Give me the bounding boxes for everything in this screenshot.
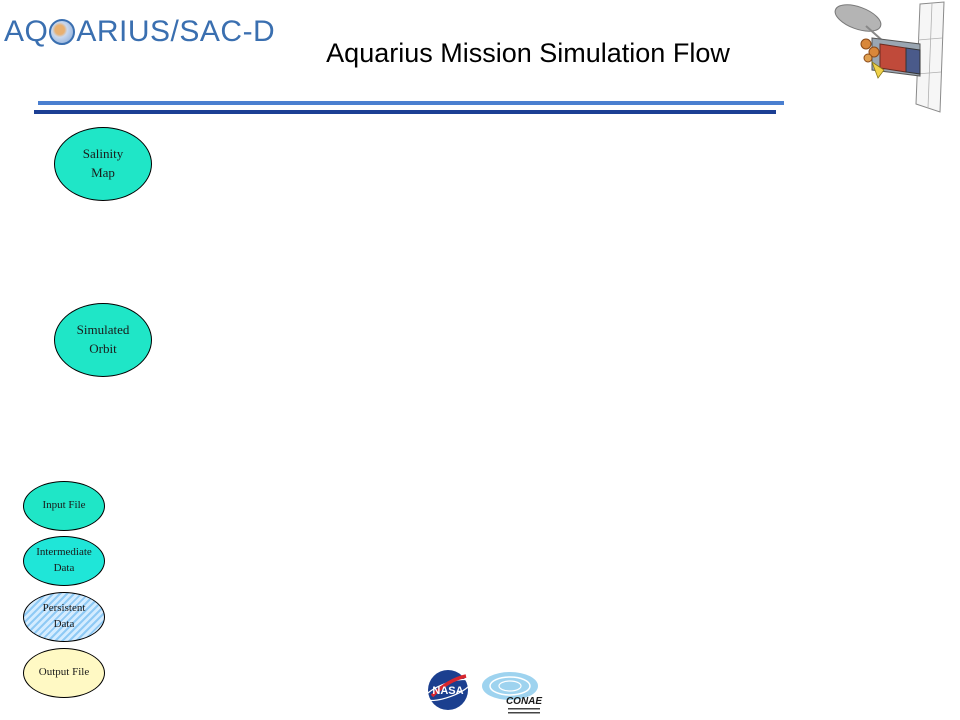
page-title: Aquarius Mission Simulation Flow [326, 38, 730, 68]
globe-icon [49, 19, 76, 45]
logo-text-part2: ARIUS/SAC-D [76, 15, 276, 48]
title-rule-light [38, 101, 784, 105]
aquarius-sacd-logo: AQ ARIUS/SAC-D [4, 12, 275, 52]
legend-input-file-label: Input File [42, 499, 86, 512]
legend-output-file-label: Output File [38, 666, 90, 679]
nasa-text: NASA [432, 685, 463, 697]
legend-input-file: Input File [23, 481, 105, 531]
salinity-map-node: Salinity Map [54, 127, 152, 201]
nasa-logo: NASA [424, 670, 472, 710]
satellite-image [834, 1, 945, 113]
agency-logos: NASA CONAE [424, 670, 542, 714]
salinity-map-label: Salinity Map [82, 146, 124, 180]
simulated-orbit-label: Simulated Orbit [76, 322, 130, 356]
legend-intermediate-data-label: Intermediate Data [36, 546, 92, 574]
legend-output-file: Output File [23, 648, 105, 698]
legend-persistent-data: Persistent Data [23, 592, 105, 642]
title-rule-dark [34, 110, 776, 114]
conae-logo: CONAE [482, 672, 542, 714]
logo-text-part1: AQ [4, 15, 49, 48]
legend-intermediate-data: Intermediate Data [23, 536, 105, 586]
legend-persistent-data-label: Persistent Data [42, 602, 86, 630]
simulated-orbit-node: Simulated Orbit [54, 303, 152, 377]
conae-text: CONAE [506, 696, 542, 707]
